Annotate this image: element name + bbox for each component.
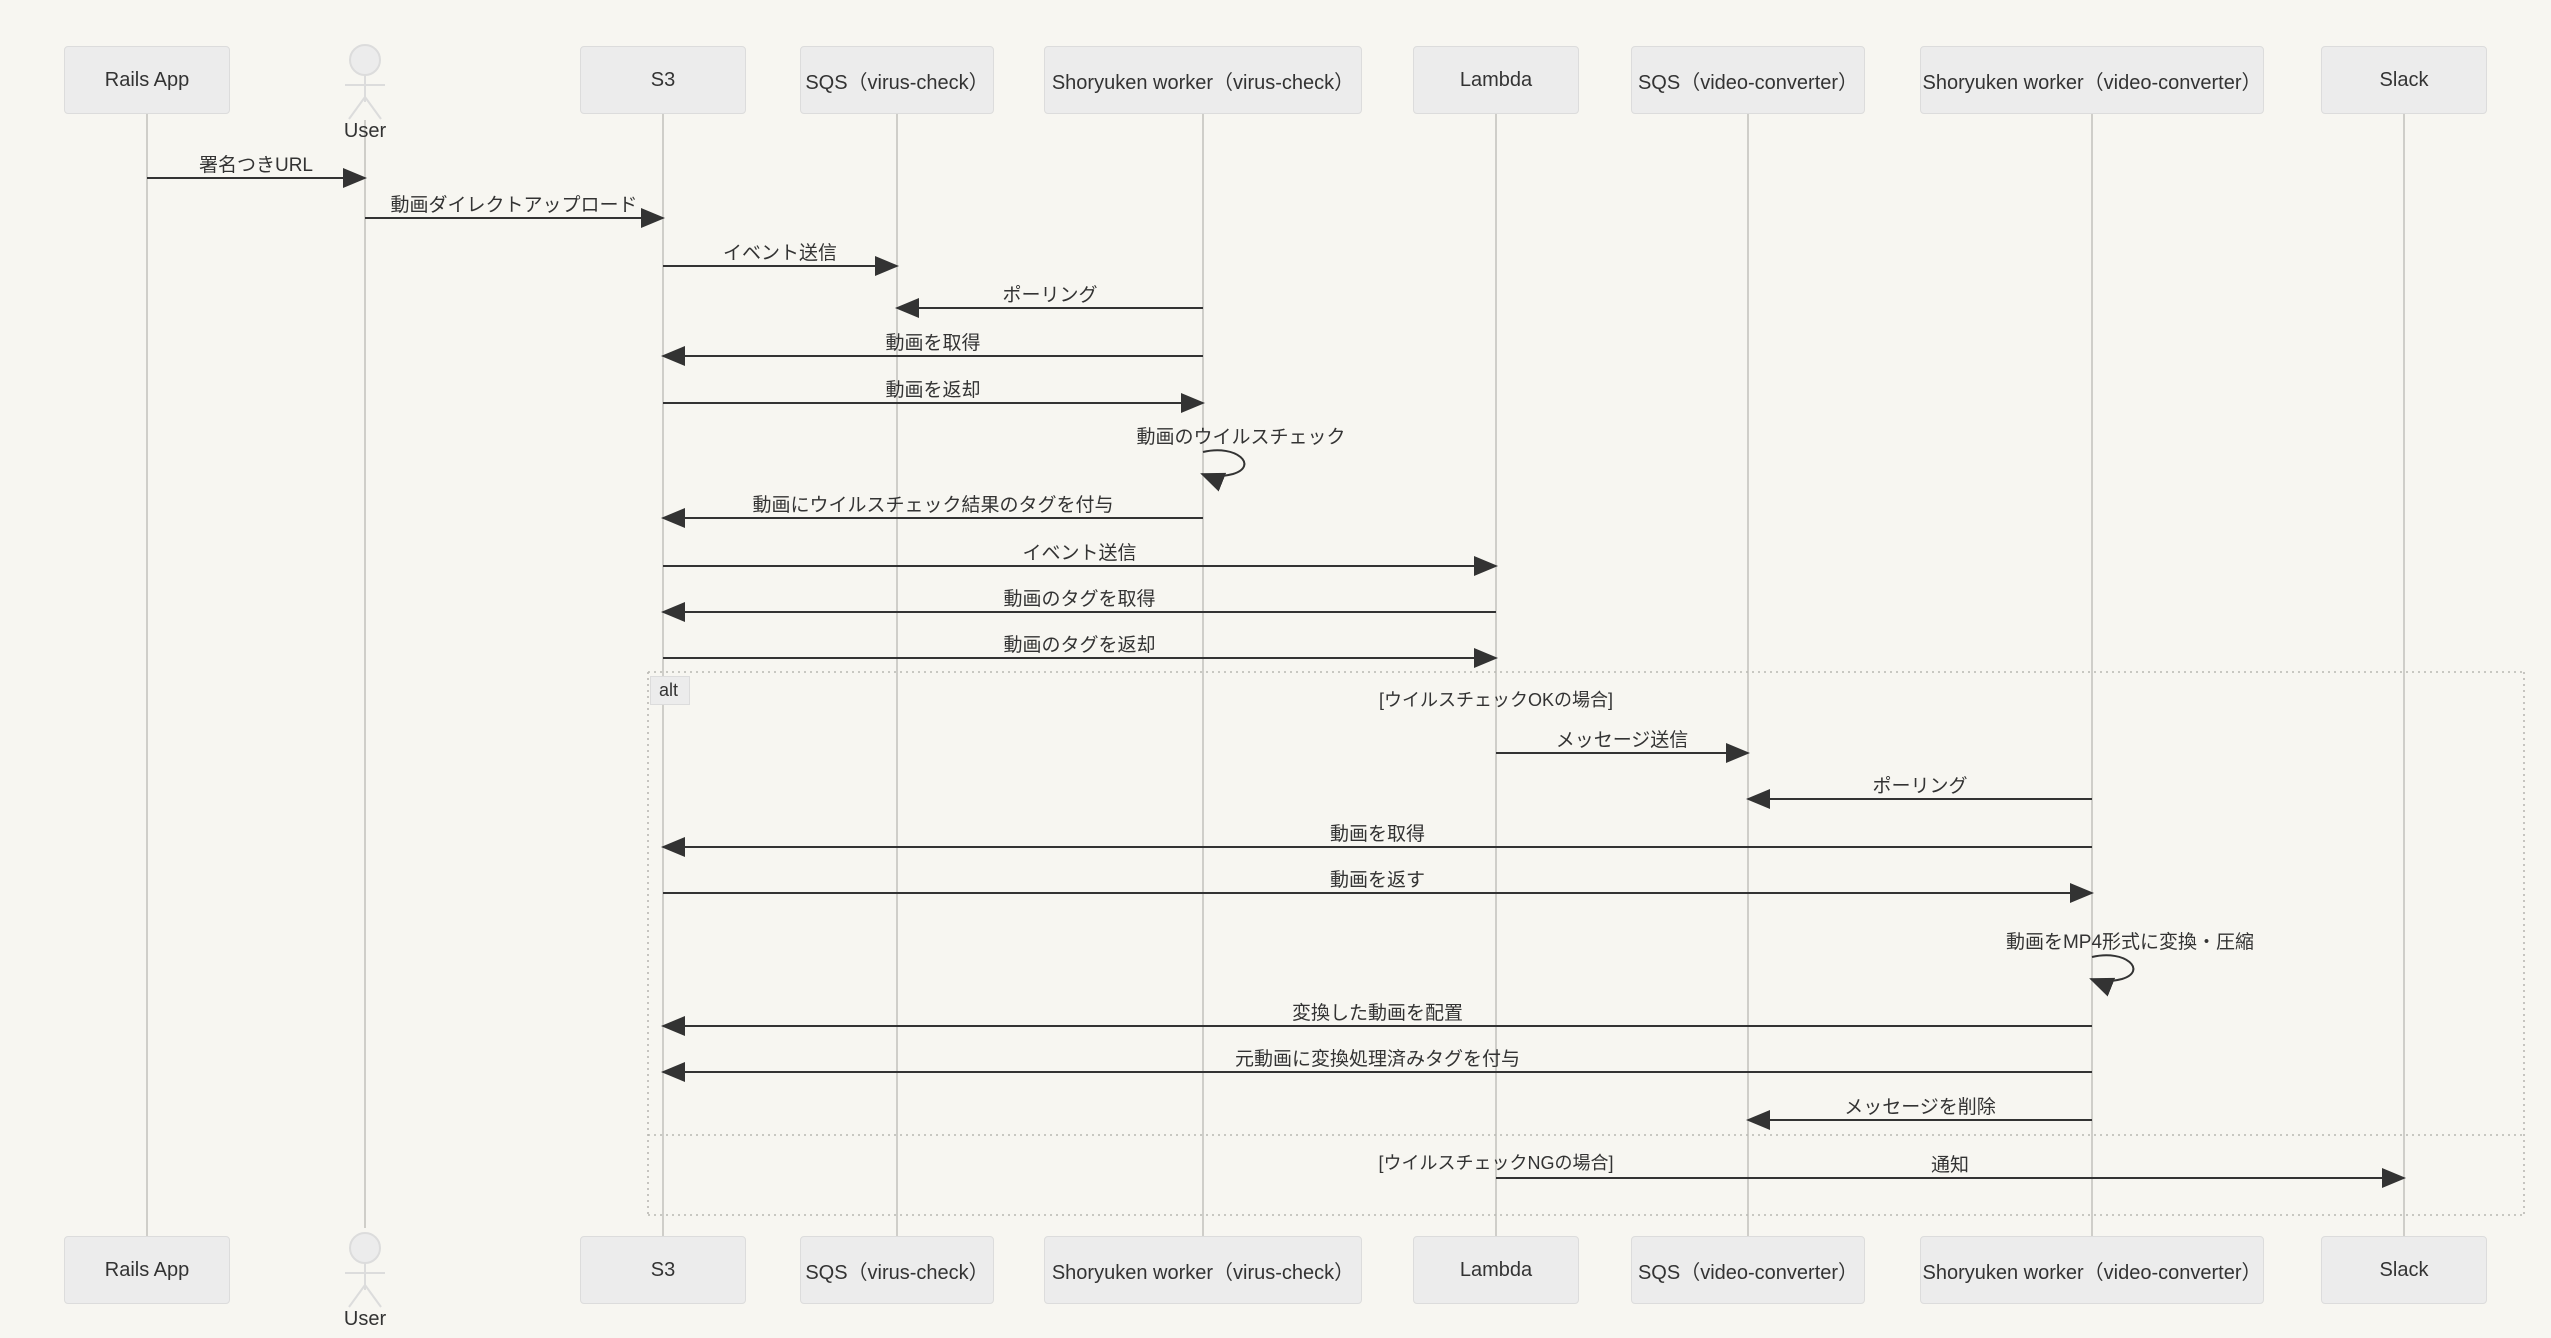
participant-header-label-sqsvc: SQS（virus-check） [805,71,989,94]
participant-footer-label-slack: Slack [2379,1258,2429,1281]
message-label-m16: 動画をMP4形式に変換・圧縮 [2005,932,2255,953]
participant-header-label-user: User [343,120,387,142]
participant-footer-label-user: User [343,1308,387,1330]
participant-footer-s3[interactable]: S3 [580,1236,746,1304]
message-label-m9: イベント送信 [1022,543,1137,564]
participant-header-label-sqsvcv: SQS（video-converter） [1637,71,1859,94]
message-label-m11: 動画のタグを返却 [1003,635,1156,656]
participant-footer-label-s3: S3 [650,1258,676,1281]
participant-header-label-workervc: Shoryuken worker（virus-check） [1051,71,1355,94]
message-label-m14: 動画を取得 [1329,824,1426,845]
participant-header-workervcv[interactable]: Shoryuken worker（video-converter） [1920,46,2264,114]
participant-footer-sqsvc[interactable]: SQS（virus-check） [800,1236,994,1304]
participant-header-label-lambda: Lambda [1459,68,1533,91]
alt-branch-condition-1: [ウイルスチェックOKの場合] [1378,690,1614,710]
message-label-m5: 動画を取得 [885,333,981,354]
message-label-m19: メッセージを削除 [1844,1097,1996,1118]
alt-branch-condition-2: [ウイルスチェックNGの場合] [1378,1153,1614,1173]
participant-footer-label-workervcv: Shoryuken worker（video-converter） [1922,1261,2262,1284]
participant-header-lambda[interactable]: Lambda [1413,46,1579,114]
participant-header-sqsvc[interactable]: SQS（virus-check） [800,46,994,114]
participant-footer-workervc[interactable]: Shoryuken worker（virus-check） [1044,1236,1362,1304]
message-label-m7: 動画のウイルスチェック [1136,427,1346,448]
actor-figure-participant-footer-user [345,1232,385,1308]
participant-header-slack[interactable]: Slack [2321,46,2487,114]
participant-footer-label-workervc: Shoryuken worker（virus-check） [1051,1261,1355,1284]
participant-header-rails[interactable]: Rails App [64,46,230,114]
actor-figures-group [345,44,385,1308]
message-label-m6: 動画を返却 [885,380,981,401]
participant-header-label-s3: S3 [650,68,676,91]
messages-arrows-group [147,168,2406,1188]
participant-header-label-rails: Rails App [104,68,190,91]
message-selfloop-m16 [2089,954,2135,997]
participant-header-label-workervcv: Shoryuken worker（video-converter） [1922,71,2262,94]
participant-footer-rails[interactable]: Rails App [64,1236,230,1304]
message-label-m12: メッセージ送信 [1555,730,1689,751]
participant-footer-workervcv[interactable]: Shoryuken worker（video-converter） [1920,1236,2264,1304]
message-label-m3: イベント送信 [722,243,838,264]
message-label-m8: 動画にウイルスチェック結果のタグを付与 [752,495,1114,516]
participant-footer-label-rails: Rails App [104,1258,190,1281]
participant-footer-label-sqsvc: SQS（virus-check） [805,1261,989,1284]
participant-footer-sqsvcv[interactable]: SQS（video-converter） [1631,1236,1865,1304]
message-label-m10: 動画のタグを取得 [1003,589,1156,610]
participant-footer-label-sqsvcv: SQS（video-converter） [1637,1261,1859,1284]
message-label-m18: 元動画に変換処理済みタグを付与 [1234,1049,1521,1070]
message-selfloop-m7 [1200,449,1246,492]
message-label-m17: 変換した動画を配置 [1291,1003,1464,1024]
participant-footer-slack[interactable]: Slack [2321,1236,2487,1304]
participant-header-label-slack: Slack [2379,68,2429,91]
participant-footer-label-lambda: Lambda [1459,1258,1533,1281]
participant-footer-lambda[interactable]: Lambda [1413,1236,1579,1304]
alt-frame-operator-label: alt [650,676,691,705]
message-label-m4: ポーリング [1002,285,1098,306]
message-label-m1: 署名つきURL [198,155,314,176]
message-label-m2: 動画ダイレクトアップロード [390,195,638,216]
message-label-m13: ポーリング [1872,776,1968,797]
participant-header-s3[interactable]: S3 [580,46,746,114]
message-label-m20: 通知 [1930,1155,1970,1176]
actor-figure-participant-header-user [345,44,385,120]
participant-header-sqsvcv[interactable]: SQS（video-converter） [1631,46,1865,114]
message-label-m15: 動画を返す [1329,870,1426,891]
alt-frame-group [647,671,2525,1216]
participant-header-workervc[interactable]: Shoryuken worker（virus-check） [1044,46,1362,114]
